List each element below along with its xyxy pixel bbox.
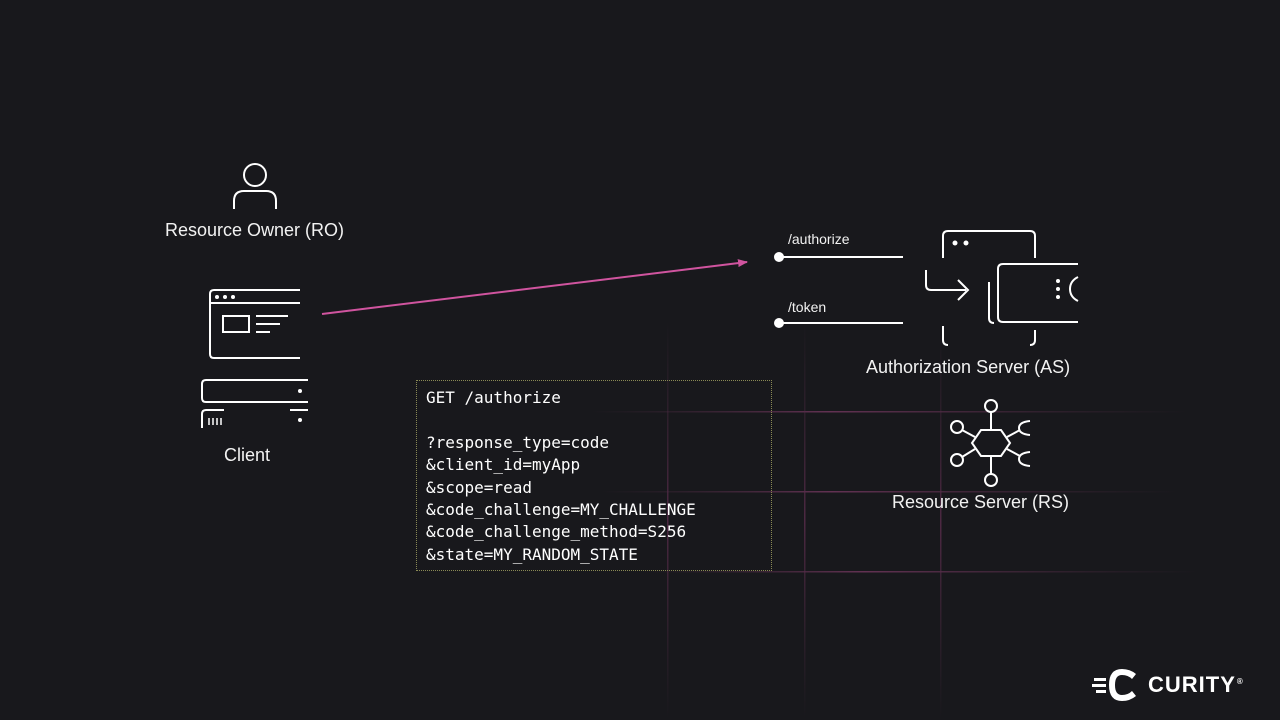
resource-owner-label: Resource Owner (RO) [165, 220, 345, 240]
person-icon [233, 163, 277, 209]
brand-name: CURITY® [1148, 672, 1244, 698]
network-hexagon-icon [950, 399, 1031, 487]
curity-brand: CURITY® [1092, 668, 1244, 702]
token-endpoint-label: /token [788, 299, 827, 315]
code-line: &state=MY_RANDOM_STATE [426, 544, 638, 564]
auth-server-icon [925, 230, 1079, 346]
background-grid [590, 320, 1200, 720]
token-endpoint-connector [774, 318, 903, 328]
grid-line-h2 [600, 491, 1180, 493]
resource-server-label: Resource Server (RS) [892, 492, 1070, 512]
grid-line-v2 [804, 320, 806, 720]
brand-name-text: CURITY [1148, 672, 1236, 697]
authorize-endpoint-label: /authorize [788, 231, 850, 247]
curity-logo-icon [1092, 669, 1136, 701]
server-rack-icon [201, 379, 308, 428]
code-line: &code_challenge=MY_CHALLENGE [426, 499, 696, 519]
code-line: GET /authorize [426, 388, 561, 407]
authorize-request-arrow [321, 259, 748, 315]
authorize-request-code-box: GET /authorize ?response_type=code &clie… [416, 380, 772, 571]
code-line: ?response_type=code [426, 432, 610, 452]
authorize-endpoint-connector [774, 252, 903, 262]
browser-window-icon [209, 289, 300, 359]
registered-mark: ® [1236, 676, 1244, 686]
grid-line-v1 [667, 320, 669, 720]
authorization-server-label: Authorization Server (AS) [866, 357, 1071, 377]
code-line: &client_id=myApp [426, 455, 581, 475]
grid-line-h1 [590, 411, 1190, 413]
code-line [426, 409, 762, 431]
grid-line-h3 [640, 571, 1200, 573]
grid-line-v3 [940, 330, 942, 720]
client-label: Client [224, 445, 271, 465]
code-line: &code_challenge_method=S256 [426, 522, 687, 542]
code-line: &scope=read [426, 477, 532, 497]
